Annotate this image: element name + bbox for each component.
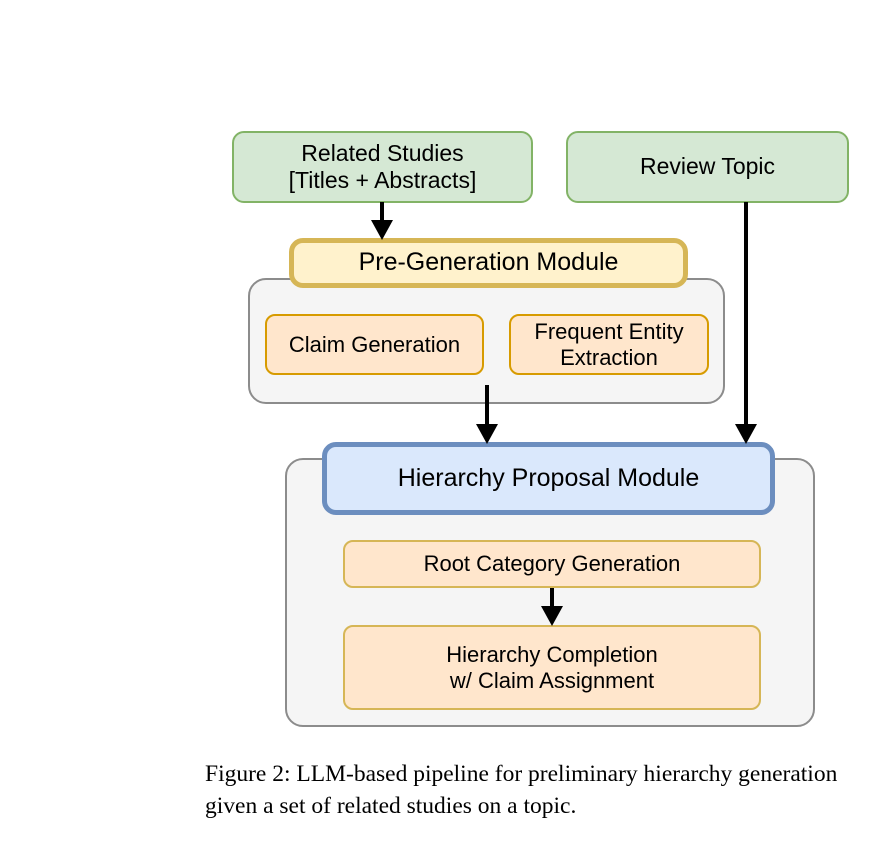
node-hierarchy-proposal-module-label: Hierarchy Proposal Module bbox=[397, 463, 700, 492]
arrow-shaft bbox=[380, 202, 384, 222]
node-review-topic[interactable]: Review Topic bbox=[566, 131, 849, 203]
arrow-shaft bbox=[744, 202, 748, 426]
node-related-studies-label: Related Studies [Titles + Abstracts] bbox=[288, 139, 477, 193]
arrow-related-studies-to-pre-generation-module bbox=[370, 202, 394, 240]
arrow-head-icon bbox=[371, 220, 393, 240]
node-pre-generation-module[interactable]: Pre-Generation Module bbox=[289, 238, 688, 288]
figure-caption: Figure 2: LLM-based pipeline for prelimi… bbox=[205, 761, 838, 820]
arrow-head-icon bbox=[476, 424, 498, 444]
arrow-head-icon bbox=[541, 606, 563, 626]
node-claim-generation-label: Claim Generation bbox=[288, 331, 461, 357]
node-frequent-entity-extraction-label: Frequent Entity Extraction bbox=[534, 318, 684, 370]
arrow-shaft bbox=[550, 588, 554, 608]
node-frequent-entity-extraction[interactable]: Frequent Entity Extraction bbox=[509, 314, 709, 375]
node-hierarchy-completion[interactable]: Hierarchy Completion w/ Claim Assignment bbox=[343, 625, 761, 710]
arrow-head-icon bbox=[735, 424, 757, 444]
arrow-pre-generation-module-to-hierarchy-proposal-module bbox=[475, 385, 499, 444]
arrow-root-category-generation-to-hierarchy-completion bbox=[540, 588, 564, 626]
arrow-shaft bbox=[485, 385, 489, 426]
node-review-topic-label: Review Topic bbox=[639, 153, 776, 180]
node-root-category-generation[interactable]: Root Category Generation bbox=[343, 540, 761, 588]
node-claim-generation[interactable]: Claim Generation bbox=[265, 314, 484, 375]
arrow-review-topic-to-hierarchy-proposal-module bbox=[734, 202, 758, 444]
node-hierarchy-proposal-module[interactable]: Hierarchy Proposal Module bbox=[322, 442, 775, 515]
node-pre-generation-module-label: Pre-Generation Module bbox=[358, 248, 619, 277]
node-hierarchy-completion-label: Hierarchy Completion w/ Claim Assignment bbox=[446, 641, 658, 693]
node-root-category-generation-label: Root Category Generation bbox=[423, 551, 681, 577]
node-related-studies[interactable]: Related Studies [Titles + Abstracts] bbox=[232, 131, 533, 203]
